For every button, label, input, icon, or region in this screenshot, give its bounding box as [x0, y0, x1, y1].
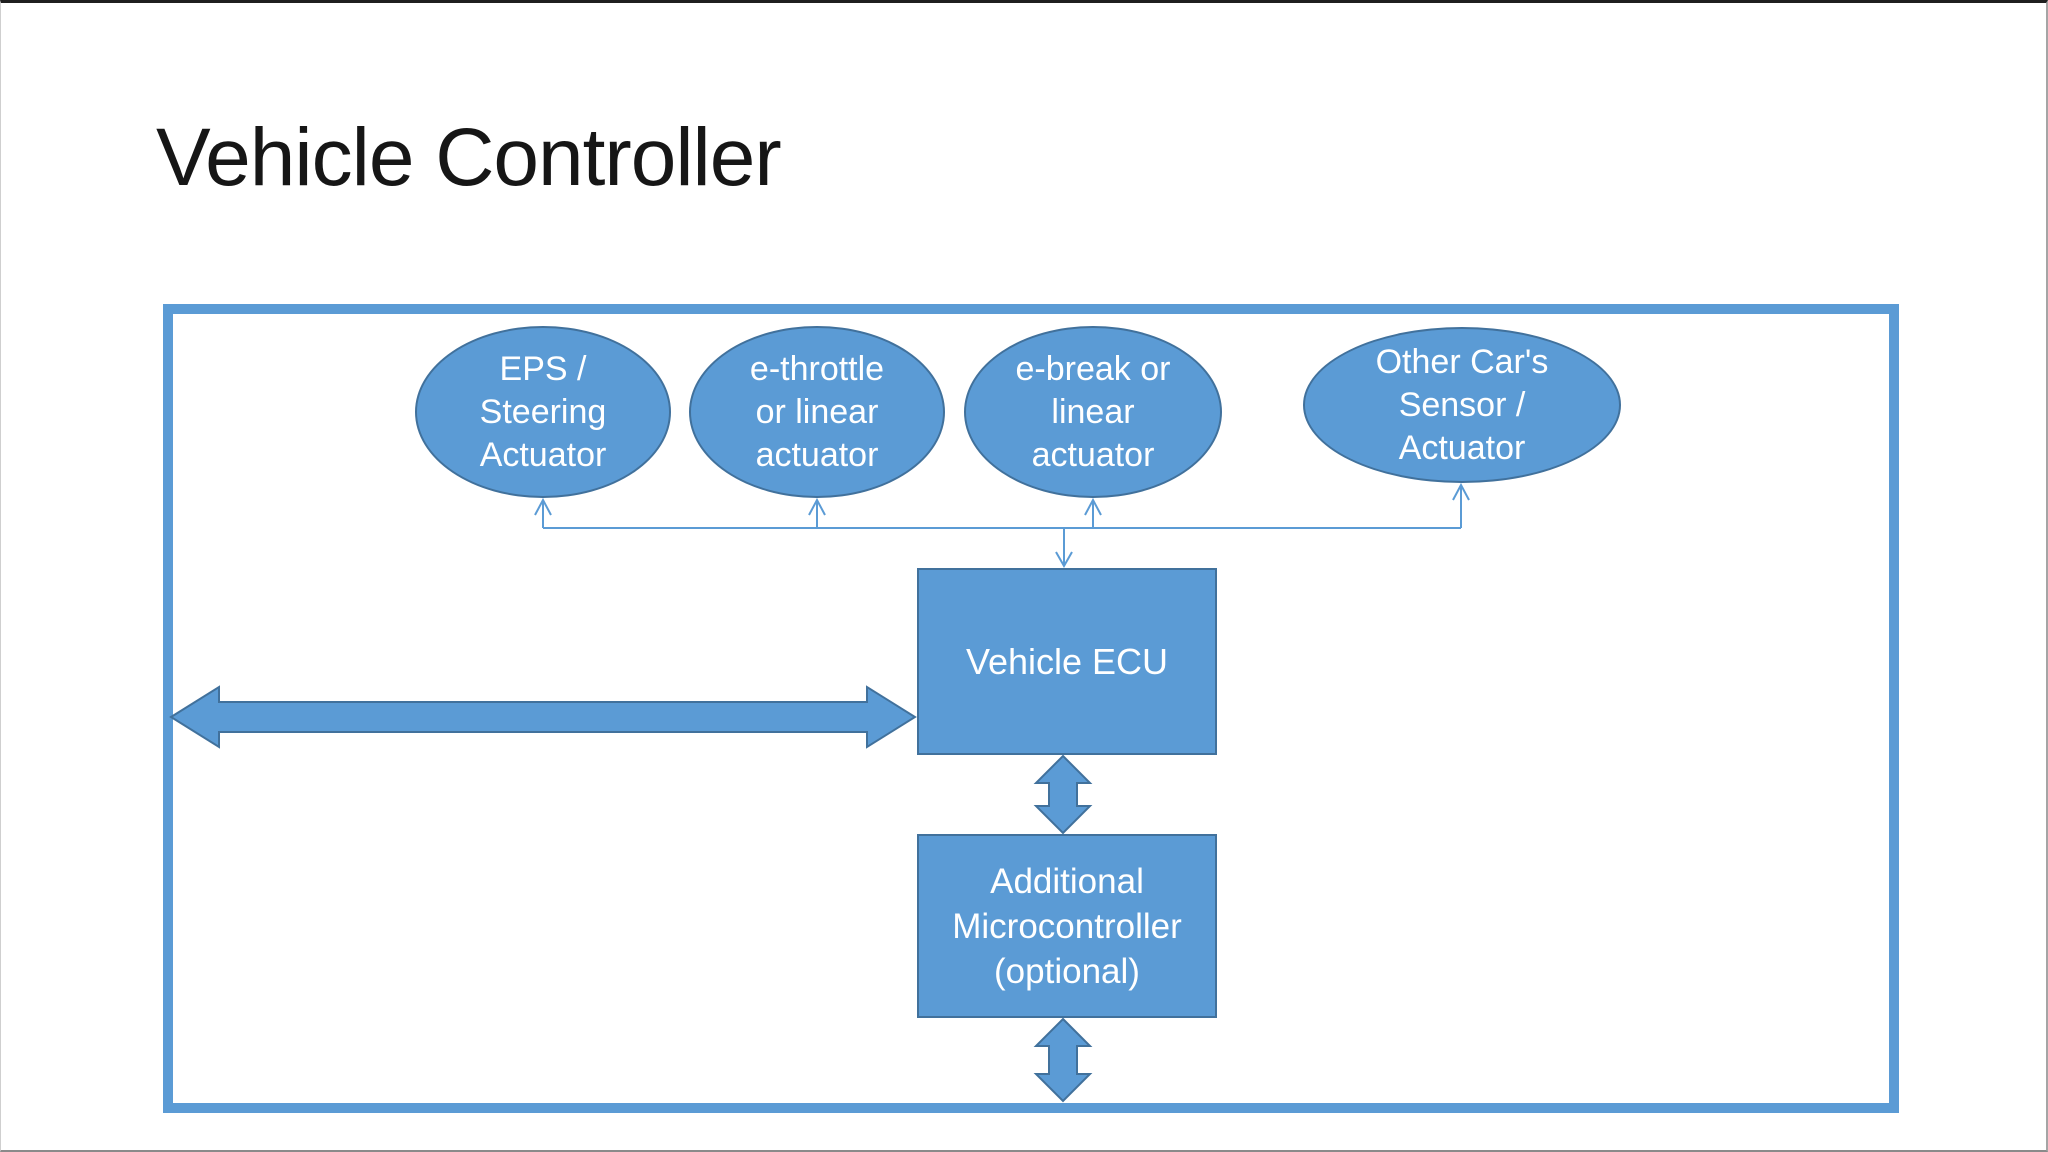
- node-other-car-sensor-actuator: Other Car's Sensor / Actuator: [1303, 327, 1621, 483]
- node-label-line: actuator: [1031, 435, 1155, 474]
- slide-title: Vehicle Controller: [156, 112, 782, 203]
- node-e-break-actuator: e-break or linear actuator: [964, 326, 1222, 498]
- node-label-line: e-break or: [1015, 349, 1171, 388]
- node-label-line: Actuator: [479, 435, 607, 474]
- node-e-throttle-actuator: e-throttle or linear actuator: [689, 326, 945, 498]
- node-label-line: Vehicle ECU: [965, 641, 1169, 682]
- node-label-line: Other Car's: [1375, 342, 1549, 381]
- node-label-line: EPS /: [499, 349, 587, 388]
- node-eps-steering-actuator: EPS / Steering Actuator: [415, 326, 671, 498]
- node-label-line: e-throttle: [749, 349, 885, 388]
- node-label-line: Actuator: [1398, 428, 1526, 467]
- node-label-line: Additional: [990, 861, 1144, 901]
- node-label-line: Microcontroller: [952, 906, 1182, 946]
- node-label-line: (optional): [994, 951, 1140, 991]
- node-vehicle-ecu: Vehicle ECU: [917, 568, 1217, 755]
- node-label-line: linear: [1051, 392, 1135, 431]
- node-label-line: or linear: [755, 392, 879, 431]
- node-label-line: actuator: [755, 435, 879, 474]
- vehicle-controller-boundary: [163, 304, 1899, 1113]
- node-additional-microcontroller: Additional Microcontroller (optional): [917, 834, 1217, 1018]
- node-label-line: Sensor /: [1398, 385, 1526, 424]
- node-label-line: Steering: [479, 392, 607, 431]
